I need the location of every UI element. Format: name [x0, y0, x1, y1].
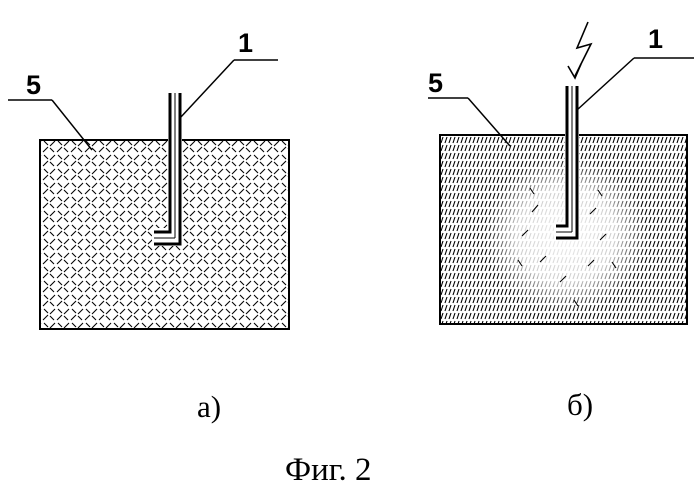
label-electrode-a: 1: [238, 28, 253, 58]
panel-a: 1 5 а): [8, 28, 290, 424]
sparse-particles-b: [517, 187, 617, 307]
figure-caption: Фиг. 2: [285, 452, 372, 488]
electrode-b: [554, 86, 579, 241]
panel-b: 1 5 б): [428, 21, 694, 422]
label-medium-a: 5: [26, 70, 41, 100]
electrode-a: [152, 93, 182, 246]
leader-line-1-b: [576, 57, 635, 111]
leader-line-1-a: [179, 59, 235, 119]
caption-b: б): [567, 387, 593, 422]
label-electrode-b: 1: [648, 24, 663, 54]
label-medium-b: 5: [428, 68, 443, 98]
lightning-arrow-icon: [567, 21, 593, 80]
caption-a: а): [197, 389, 221, 424]
